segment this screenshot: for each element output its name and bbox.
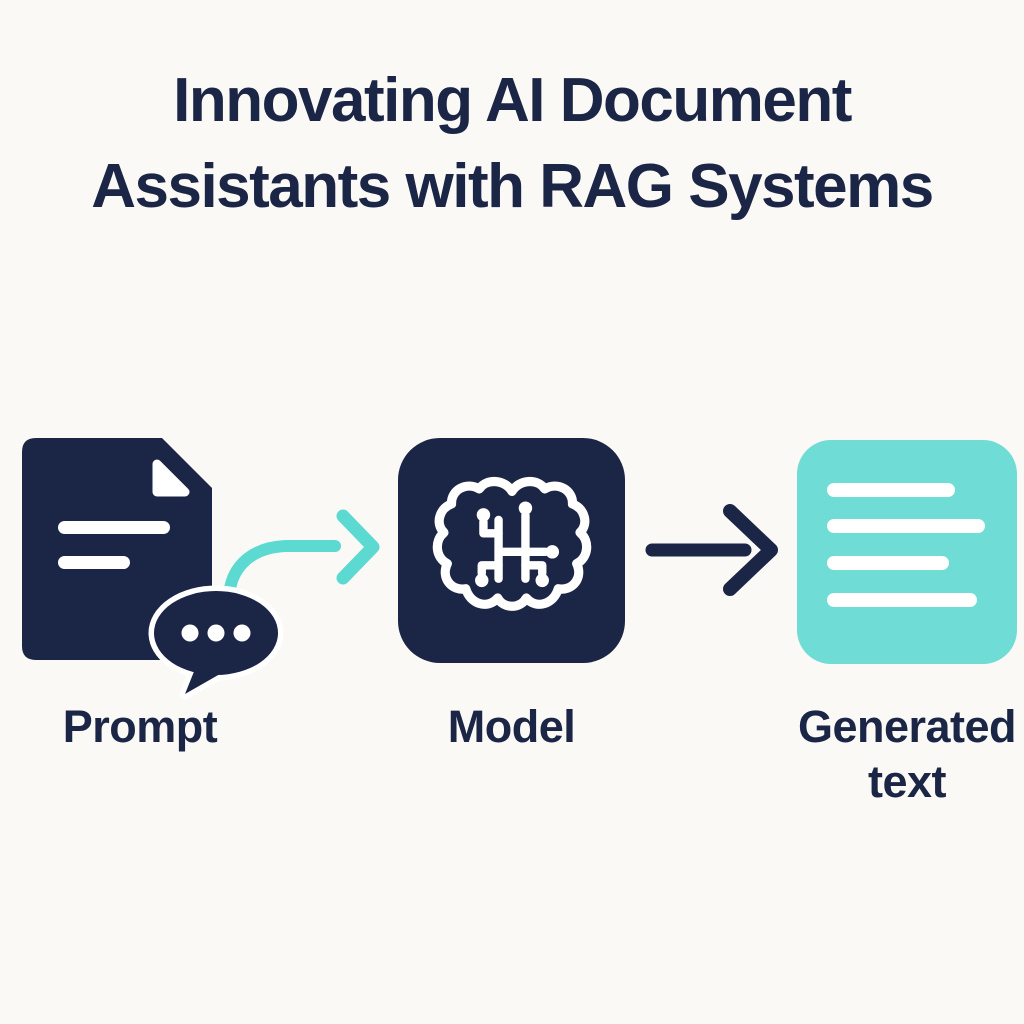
document-text-line xyxy=(58,556,130,569)
bubble-dot xyxy=(207,624,225,642)
generated-line xyxy=(827,593,977,607)
bubble-dot xyxy=(233,624,251,642)
page-title: Innovating AI Document Assistants with R… xyxy=(0,58,1024,229)
page-title-line2: Assistants with RAG Systems xyxy=(91,151,934,221)
circuit-node xyxy=(476,507,490,522)
generated-text-icon xyxy=(797,440,1017,664)
generated-text-label: Generated text xyxy=(797,701,1017,807)
circuit-node xyxy=(545,544,559,559)
circuit-node xyxy=(518,500,532,515)
document-text-line xyxy=(58,521,170,534)
circuit-node xyxy=(535,573,549,587)
page-title-line1: Innovating AI Document xyxy=(173,66,852,135)
straight-arrow-icon xyxy=(645,504,778,596)
generated-line xyxy=(827,483,955,497)
bubble-dot xyxy=(181,624,199,642)
speech-bubble xyxy=(148,585,284,700)
model-label: Model xyxy=(447,701,576,752)
folded-corner xyxy=(152,459,190,497)
generated-line xyxy=(827,556,949,570)
generated-line xyxy=(827,519,985,533)
circuit-node xyxy=(474,573,488,587)
prompt-label: Prompt xyxy=(62,701,218,752)
brain-circuit-icon xyxy=(432,476,591,611)
model-box xyxy=(398,438,625,663)
document-chat-icon xyxy=(22,438,284,700)
